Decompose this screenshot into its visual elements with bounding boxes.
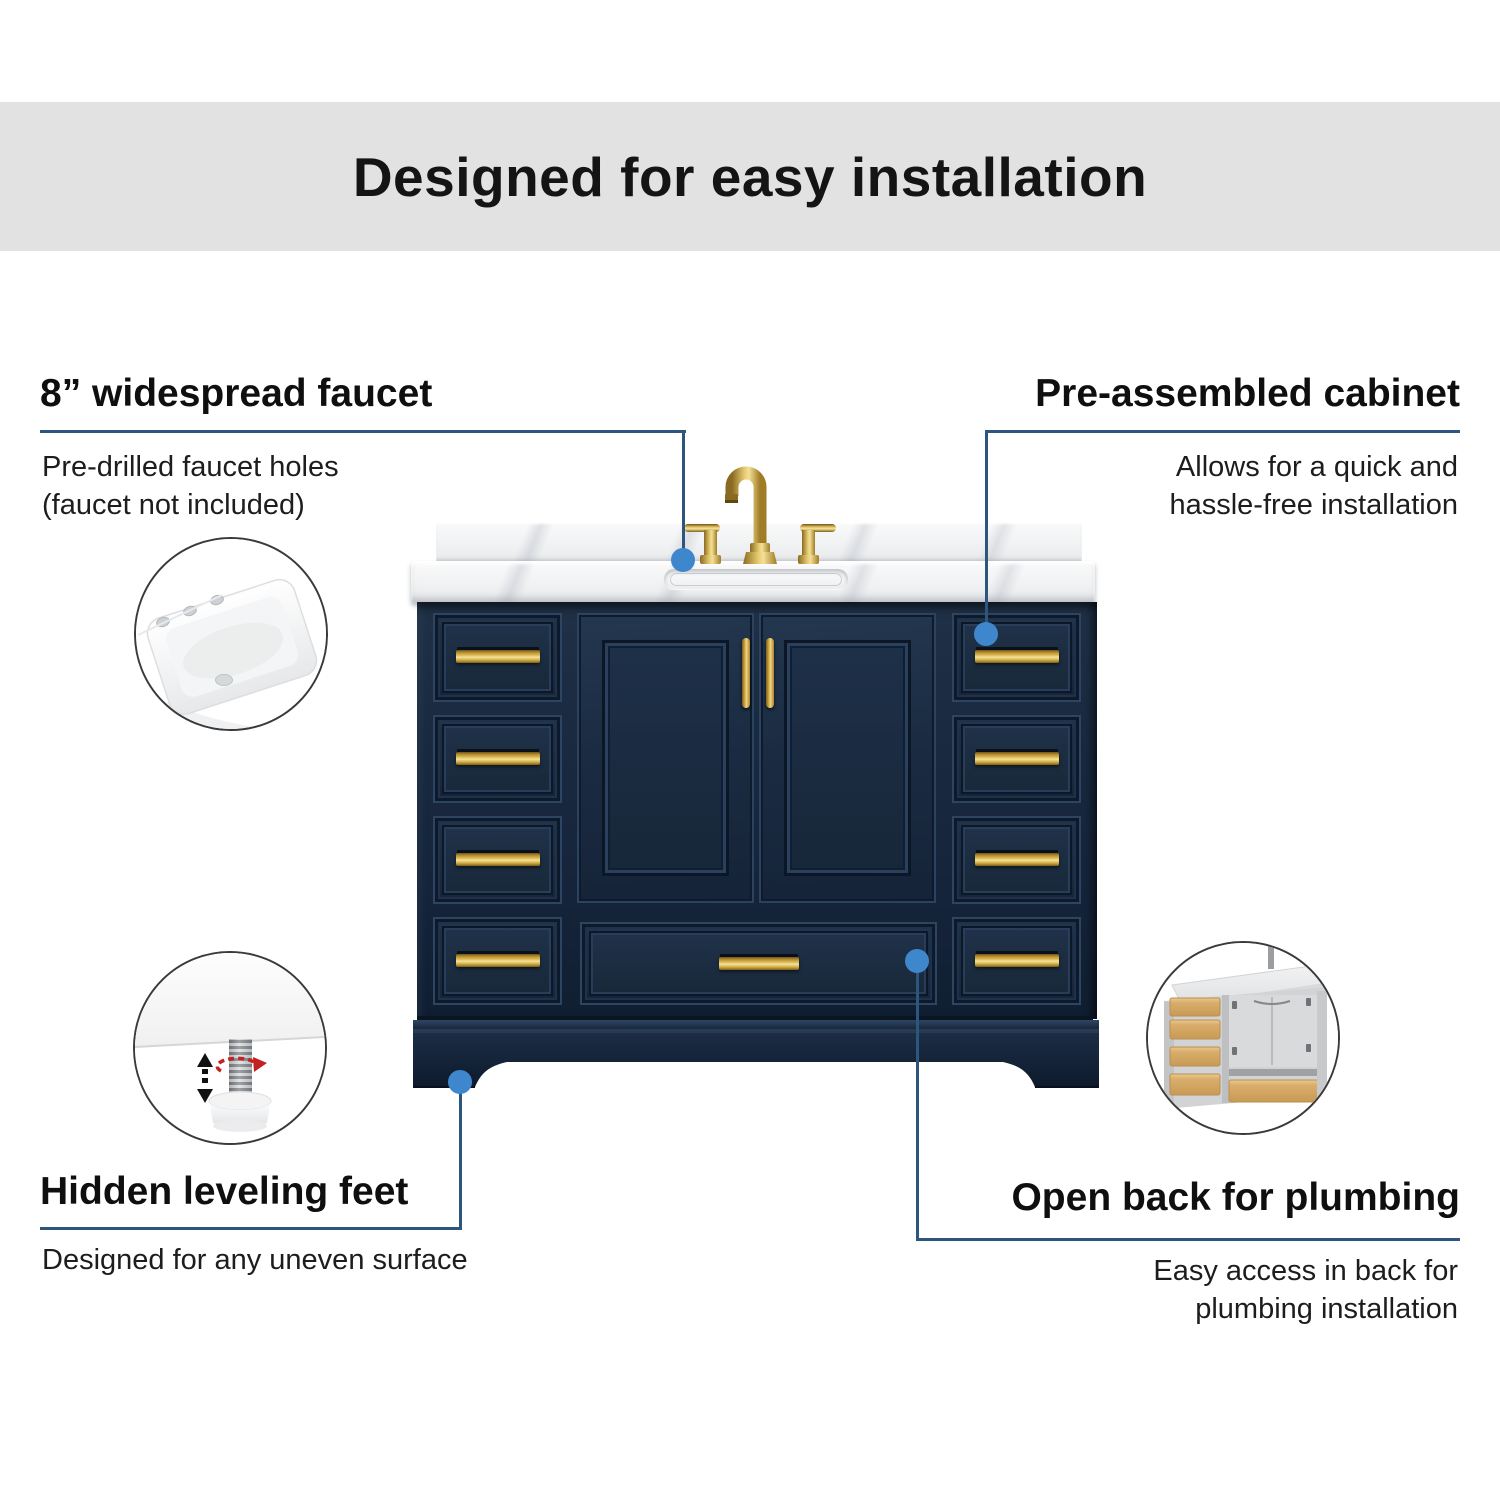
cabinet-door [577, 613, 754, 903]
callout-title-cabinet: Pre-assembled cabinet [1035, 372, 1460, 415]
callout-line-plumbing-v [916, 960, 919, 1241]
drawer-front [433, 715, 562, 803]
callout-line-feet-v [459, 1080, 462, 1230]
vanity-sink [664, 569, 848, 590]
callout-sub-plumbing: Easy access in back for plumbing install… [1153, 1255, 1458, 1325]
callout-line-cabinet-h [985, 430, 1460, 433]
drawer-front [952, 613, 1081, 702]
drawer-handle-icon [974, 650, 1059, 663]
gold-faucet-icon [684, 466, 836, 564]
sink-underside-icon [136, 539, 326, 729]
callout-line-faucet-v [682, 430, 685, 561]
drawer-handle-icon [455, 752, 540, 765]
callout-sub-faucet: Pre-drilled faucet holes (faucet not inc… [42, 451, 339, 521]
drawer-handle-icon [455, 650, 540, 663]
callout-line-plumbing-h [916, 1238, 1460, 1241]
door-handle-icon [742, 638, 750, 708]
callout-sub-feet: Designed for any uneven surface [42, 1244, 468, 1276]
callout-dot-feet [448, 1070, 472, 1094]
callout-dot-faucet [671, 548, 695, 572]
open-back-inset [1146, 941, 1340, 1135]
banner: Designed for easy installation [0, 102, 1500, 251]
callout-dot-plumbing [905, 949, 929, 973]
drawer-front [952, 917, 1081, 1005]
callout-line-feet-h [40, 1227, 462, 1230]
drawer-handle-icon [718, 957, 799, 970]
callout-sub-cabinet: Allows for a quick and hassle-free insta… [1169, 451, 1458, 521]
drawer-handle-icon [974, 954, 1059, 967]
drawer-handle-icon [455, 954, 540, 967]
sink-underside-inset [134, 537, 328, 731]
leveling-foot-inset [133, 951, 327, 1145]
drawer-handle-icon [455, 853, 540, 866]
drawer-front [433, 816, 562, 904]
leveling-foot-icon [135, 953, 325, 1143]
cabinet-door [759, 613, 936, 903]
drawer-handle-icon [974, 752, 1059, 765]
callout-line-cabinet-v [985, 430, 988, 635]
vanity-base [413, 1016, 1099, 1088]
drawer-front [433, 917, 562, 1005]
open-back-icon [1148, 943, 1338, 1133]
page-title: Designed for easy installation [352, 145, 1148, 208]
drawer-front [952, 816, 1081, 904]
callout-line-faucet-h [40, 430, 686, 433]
door-handle-icon [766, 638, 774, 708]
callout-title-faucet: 8” widespread faucet [40, 372, 433, 415]
callout-title-plumbing: Open back for plumbing [1011, 1176, 1460, 1219]
drawer-front [952, 715, 1081, 803]
callout-title-feet: Hidden leveling feet [40, 1170, 409, 1213]
drawer-front-wide [580, 922, 937, 1005]
drawer-front [433, 613, 562, 702]
callout-dot-cabinet [974, 622, 998, 646]
drawer-handle-icon [974, 853, 1059, 866]
